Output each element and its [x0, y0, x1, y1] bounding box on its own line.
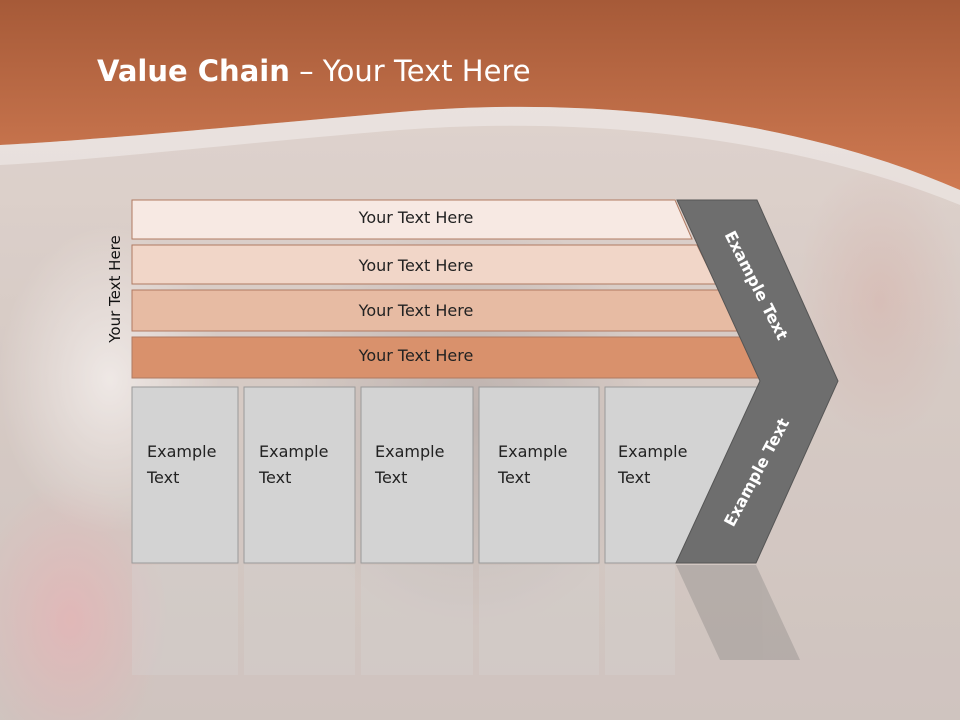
bar-label-1: Your Text Here	[358, 208, 474, 227]
bar-1	[131, 199, 693, 240]
bar-label-3: Your Text Here	[358, 301, 474, 320]
box-2	[243, 386, 356, 564]
reflection	[132, 565, 800, 675]
bar-label-2: Your Text Here	[358, 256, 474, 275]
box-4	[478, 386, 600, 564]
title-rest: – Your Text Here	[289, 54, 531, 88]
box-label-4-line1: Example	[498, 442, 568, 461]
box-label-2-line1: Example	[259, 442, 329, 461]
box-label-1-line2: Text	[147, 468, 180, 487]
box-label-5-line1: Example	[618, 442, 688, 461]
box-label-3-line2: Text	[375, 468, 408, 487]
box-label-1-line1: Example	[147, 442, 217, 461]
box-label-4-line2: Text	[498, 468, 531, 487]
bar-label-4: Your Text Here	[358, 346, 474, 365]
chevron-arrow	[675, 199, 839, 564]
box-label-3-line1: Example	[375, 442, 445, 461]
slide-title: Value Chain – Your Text Here	[97, 54, 531, 88]
title-bold: Value Chain	[97, 54, 290, 88]
box-label-2-line2: Text	[259, 468, 292, 487]
box-label-5-line2: Text	[618, 468, 651, 487]
box-1	[131, 386, 239, 564]
box-3	[360, 386, 474, 564]
